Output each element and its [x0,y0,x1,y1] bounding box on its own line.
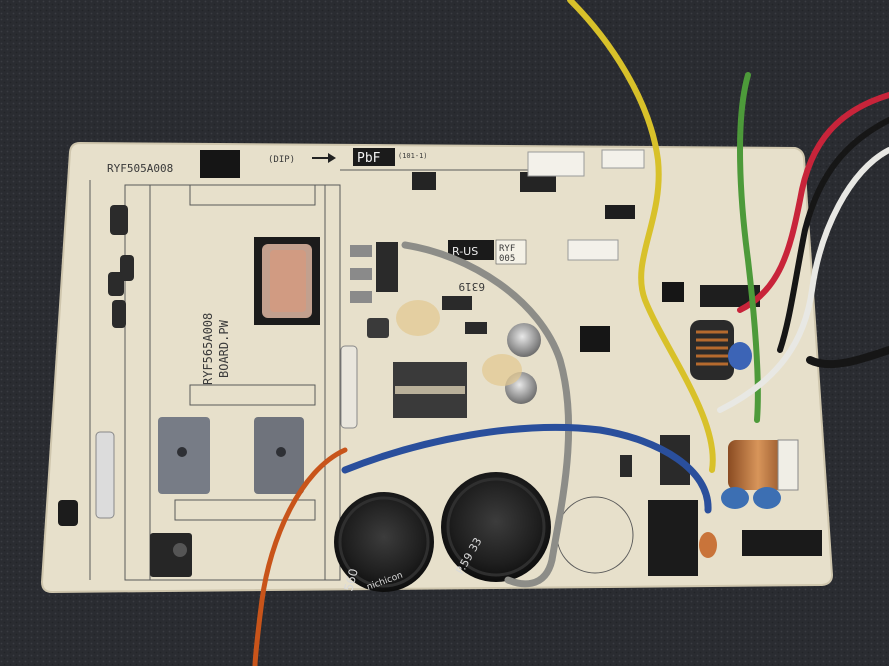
batch-number: 6319 [459,280,486,293]
wire-white [717,147,889,413]
coil-windings [696,330,728,366]
film-cap-1 [728,342,752,370]
bridge-rectifier [742,530,822,556]
part-number-top: RYF505A008 [107,162,173,175]
wire-green [737,72,761,423]
dip-label: (DIP) [268,155,295,165]
board-label: BOARD.PW [217,319,231,378]
white-connectors [527,149,645,261]
cap-left-voltage: 560 [341,567,360,593]
relay [648,500,698,576]
wire-yellow [567,0,716,473]
sticker-code-line2: 005 [499,254,515,264]
wire-orange [252,447,348,666]
wires [252,0,889,666]
glass-fuse [340,345,358,429]
big-capacitor-right [441,472,551,582]
toroid-coil [728,440,788,490]
black-label-block [200,150,240,178]
fuse [95,431,115,519]
sticker-code-line1: RYF [499,244,515,254]
sticker [448,240,494,260]
film-cap-2 [721,487,749,509]
pbf-code: (101-1) [398,152,428,160]
sticker-text: R-US [452,245,478,258]
common-mode-choke [690,320,734,380]
film-cap-3 [753,487,781,509]
silkscreen-outlines [89,169,634,581]
part-number-vertical: RYF565A008 [201,313,215,385]
inductor-pad [270,250,306,312]
wire-black-lower [806,346,889,369]
dip-arrow-icon [312,153,336,163]
wire-black [777,117,889,353]
wire-red [737,92,889,313]
film-cap-4 [699,532,717,558]
small-components [58,172,760,526]
small-capacitor-1 [507,323,541,357]
wire-blue [341,423,712,514]
pbf-mark: PbF [357,151,381,166]
pbf-mark-box [353,148,395,166]
regulator [150,533,192,577]
big-capacitor-left [334,492,434,592]
sticker-code-box [495,239,527,265]
